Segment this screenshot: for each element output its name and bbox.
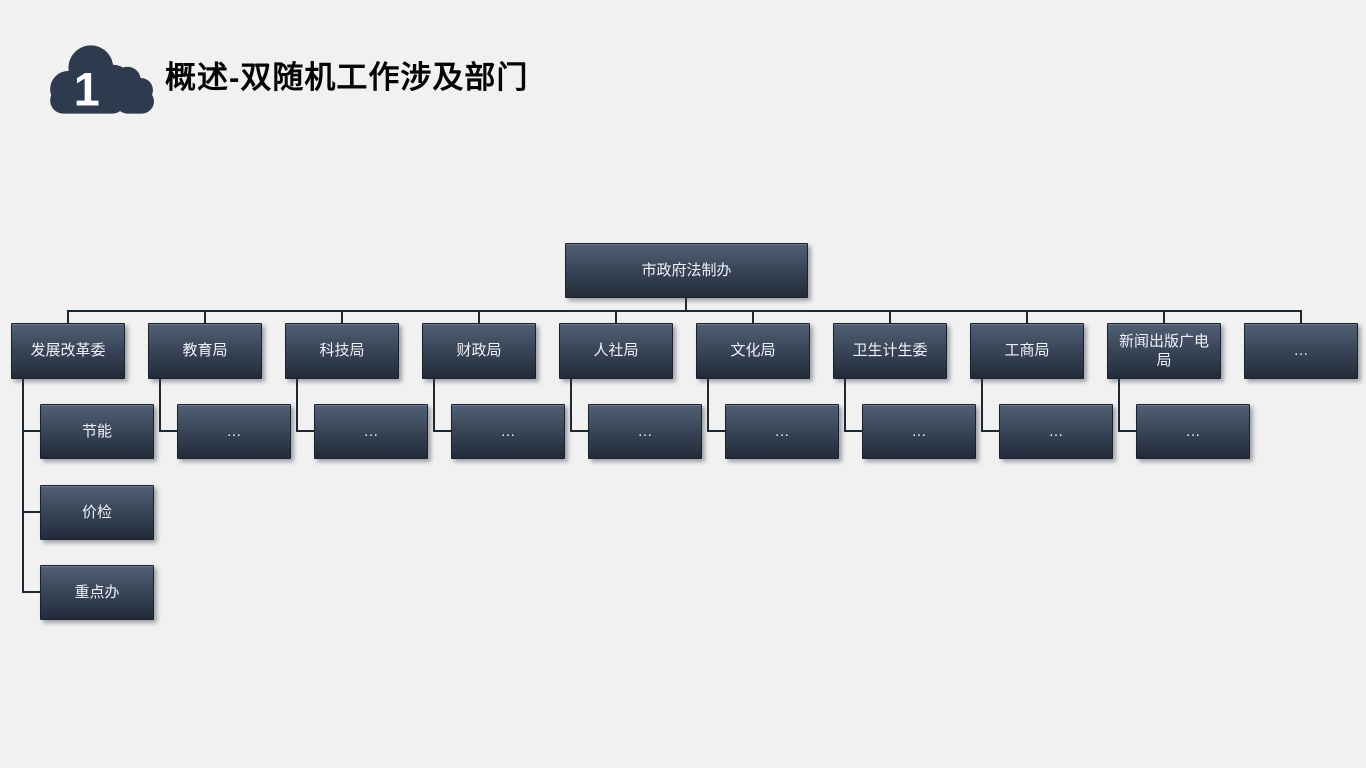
dept-node-culture: 文化局: [696, 323, 810, 379]
connector-elbow-0-1: [22, 511, 40, 513]
connector-stub-dept-1: [204, 310, 206, 324]
connector-elbow-8-0: [1118, 430, 1136, 432]
page-title: 概述-双随机工作涉及部门: [165, 60, 529, 95]
connector-stub-dept-4: [615, 310, 617, 324]
connector-stub-dept-6: [889, 310, 891, 324]
org-node-root: 市政府法制办: [565, 243, 808, 298]
connector-elbow-1-0: [159, 430, 177, 432]
connector-elbow-0-0: [22, 430, 40, 432]
dept-node-press-broadcast: 新闻出版广电局: [1107, 323, 1221, 379]
sub-node-key-projects: 重点办: [40, 565, 154, 620]
connector-drop-dept-4: [570, 379, 572, 432]
connector-elbow-0-2: [22, 591, 40, 593]
dept-node-human-social: 人社局: [559, 323, 673, 379]
sub-node-ellipsis-human-social: …: [588, 404, 702, 459]
sub-node-ellipsis-education: …: [177, 404, 291, 459]
connector-elbow-5-0: [707, 430, 725, 432]
connector-drop-dept-0: [22, 379, 24, 593]
connector-stub-dept-3: [478, 310, 480, 324]
sub-node-ellipsis-health: …: [862, 404, 976, 459]
connector-drop-dept-7: [981, 379, 983, 432]
connector-stub-dept-9: [1300, 310, 1302, 324]
connector-stub-dept-7: [1026, 310, 1028, 324]
connector-drop-dept-6: [844, 379, 846, 432]
sub-node-price-inspection: 价检: [40, 485, 154, 540]
connector-drop-dept-3: [433, 379, 435, 432]
connector-bus: [67, 310, 1302, 312]
connector-elbow-3-0: [433, 430, 451, 432]
sub-node-ellipsis-science-tech: …: [314, 404, 428, 459]
dept-node-ellipsis: …: [1244, 323, 1358, 379]
sub-node-ellipsis-industry-commerce: …: [999, 404, 1113, 459]
sub-node-energy-saving: 节能: [40, 404, 154, 459]
slide-header: 1 概述-双随机工作涉及部门: [0, 0, 1366, 130]
dept-node-health: 卫生计生委: [833, 323, 947, 379]
connector-stub-dept-2: [341, 310, 343, 324]
connector-stub-dept-0: [67, 310, 69, 324]
connector-elbow-4-0: [570, 430, 588, 432]
badge-number: 1: [74, 63, 100, 115]
connector-drop-dept-8: [1118, 379, 1120, 432]
sub-node-ellipsis-finance: …: [451, 404, 565, 459]
connector-root-stub: [685, 297, 687, 311]
dept-node-education: 教育局: [148, 323, 262, 379]
cloud-number-icon: 1: [50, 45, 154, 115]
connector-stub-dept-8: [1163, 310, 1165, 324]
dept-node-industry-commerce: 工商局: [970, 323, 1084, 379]
connector-drop-dept-2: [296, 379, 298, 432]
dept-node-science-tech: 科技局: [285, 323, 399, 379]
connector-drop-dept-5: [707, 379, 709, 432]
sub-node-ellipsis-press-broadcast: …: [1136, 404, 1250, 459]
connector-elbow-6-0: [844, 430, 862, 432]
dept-node-finance: 财政局: [422, 323, 536, 379]
connector-elbow-2-0: [296, 430, 314, 432]
sub-node-ellipsis-culture: …: [725, 404, 839, 459]
connector-elbow-7-0: [981, 430, 999, 432]
dept-node-development-reform: 发展改革委: [11, 323, 125, 379]
connector-stub-dept-5: [752, 310, 754, 324]
connector-drop-dept-1: [159, 379, 161, 432]
